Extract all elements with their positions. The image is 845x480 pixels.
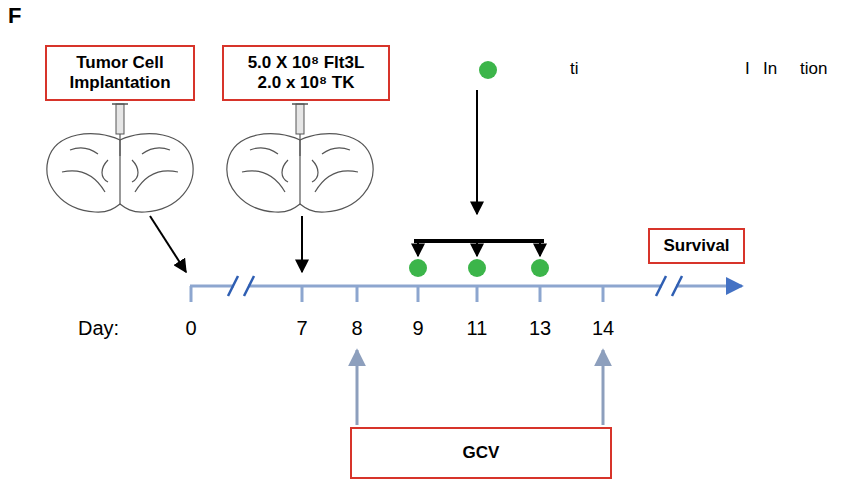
pointer-arrow <box>301 216 303 272</box>
day-number: 13 <box>529 317 551 339</box>
pointer-arrow <box>150 216 186 272</box>
pointer-arrow <box>539 241 541 256</box>
pointer-arrow <box>476 241 478 256</box>
box-text: Implantation <box>69 73 170 93</box>
pointer-arrow <box>602 350 605 425</box>
box-text: Tumor Cell <box>76 53 164 73</box>
axis-break <box>672 276 682 296</box>
axis-break <box>244 276 254 296</box>
box-text: Survival <box>663 236 729 256</box>
day-number: 0 <box>185 317 196 339</box>
day-number: 8 <box>351 317 362 339</box>
box-text: 2.0 x 10⁸ TK <box>258 73 355 93</box>
syringe <box>292 104 308 156</box>
drug-box: GCV <box>350 427 612 479</box>
treatment-dot <box>531 259 549 277</box>
bracket <box>414 239 544 243</box>
legend-fragment: I <box>745 60 750 79</box>
day-number: 14 <box>592 317 614 339</box>
axis-tick <box>191 286 603 302</box>
treatment-dot <box>468 259 486 277</box>
axis-title: Day: <box>78 317 119 339</box>
pointer-arrow <box>356 350 359 425</box>
syringe <box>112 104 128 156</box>
dose-box: 5.0 X 10⁸ Flt3L2.0 x 10⁸ TK <box>222 45 390 101</box>
axis-break <box>656 276 666 296</box>
event-box: Tumor CellImplantation <box>45 45 195 101</box>
day-number: 7 <box>296 317 307 339</box>
legend-fragment: In <box>763 60 777 79</box>
legend-fragment: tion <box>800 60 827 79</box>
day-number: 11 <box>467 317 488 339</box>
legend-fragment: ti <box>570 60 579 79</box>
pointer-arrow <box>476 90 478 214</box>
brain-slice <box>47 134 193 213</box>
treatment-dot <box>479 61 497 79</box>
day-number: 9 <box>412 317 423 339</box>
pointer-arrow <box>417 241 419 256</box>
treatment-dot <box>409 259 427 277</box>
brain-slice <box>227 134 373 213</box>
box-text: 5.0 X 10⁸ Flt3L <box>248 53 365 73</box>
axis-break <box>228 276 238 296</box>
outcome-box: Survival <box>648 228 745 264</box>
panel-letter: F <box>8 4 21 28</box>
box-text: GCV <box>463 443 500 463</box>
